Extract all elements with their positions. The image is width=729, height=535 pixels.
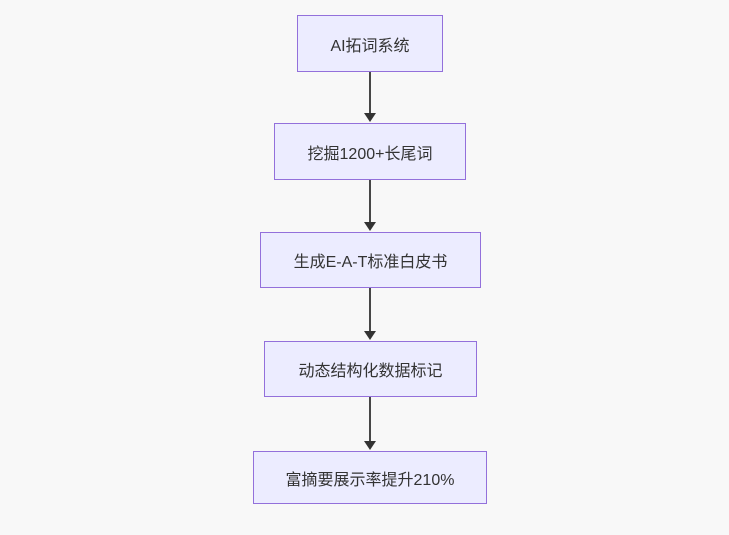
- flow-node-dynamic-structured-data-markup: 动态结构化数据标记: [264, 341, 477, 397]
- flow-arrow-n1-n2: [364, 72, 376, 122]
- flow-node-generate-eat-whitepaper: 生成E-A-T标准白皮书: [260, 232, 481, 288]
- flow-arrow-n2-n3: [364, 180, 376, 231]
- flow-arrow-n4-n5: [364, 397, 376, 450]
- flow-node-rich-snippet-rate-increase: 富摘要展示率提升210%: [253, 451, 487, 504]
- flow-arrow-n3-n4: [364, 288, 376, 340]
- flow-node-ai-keyword-system: AI拓词系统: [297, 15, 443, 72]
- flow-node-mine-longtail-keywords: 挖掘1200+长尾词: [274, 123, 466, 180]
